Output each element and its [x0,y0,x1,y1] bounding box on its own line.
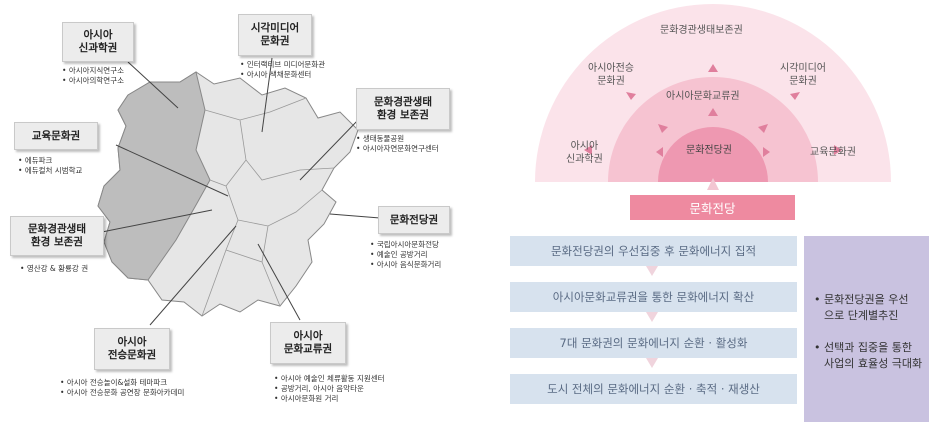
zone-title: 문화전당권 [389,213,439,226]
zone-title: 아시아 [293,330,323,342]
zone-title: 신과학권 [78,42,118,54]
zone-map-panel: 아시아 신과학권 아시아지식연구소 아시아의학연구소 시각미디어 문화권 인터랙… [0,0,480,430]
zone-box-education: 교육문화권 [14,122,98,150]
label-education: 교육문화권 [810,147,856,158]
zone-bullet: 국립아시아문화전당 [370,240,441,250]
zone-bullets: 인터랙티브 미디어문화관 아시아 색채문화센터 [240,60,325,80]
zone-box-visual-media: 시각미디어 문화권 [238,14,312,56]
zone-title: 전승문화권 [107,349,157,361]
note-line: 으로 단계별추진 [824,309,899,322]
label-asia-traditional: 아시아전승 문화권 [588,62,634,88]
zone-bullet: 아시아 색채문화센터 [240,70,325,80]
zone-bullets: 생태동물공원 아시아자연문화연구센터 [356,134,439,154]
zone-box-landscape-ecology-1: 문화경관생태 환경 보존권 [356,88,450,130]
strategy-step-3: 7대 문화권의 문화에너지 순환 · 활성화 [510,328,797,358]
zone-bullet: 아시아 전승문화 공연장 문화아카데미 [60,388,185,398]
label-line: 시각미디어 [780,63,826,74]
zone-bullets: 에듀파크 에듀컬처 시범학교 [18,156,83,176]
zone-box-culture-hall: 문화전당권 [378,206,450,234]
zone-title: 환경 보존권 [377,109,429,121]
note-line: 문화전당권을 우선 [824,293,909,306]
zone-bullets: 아시아 전승놀이&설화 테마파크 아시아 전승문화 공연장 문화아카데미 [60,378,185,398]
label-culture-hall-zone: 문화전당권 [686,145,732,156]
zone-bullets: 아시아지식연구소 아시아의학연구소 [62,66,124,86]
zone-bullet: 아시아 전승놀이&설화 테마파크 [60,378,184,388]
zone-bullet: 아시아문화원 거리 [274,394,385,404]
strategy-step-2: 아시아문화교류권을 통한 문화에너지 확산 [510,282,797,312]
label-asia-exchange: 아시아문화교류권 [666,91,740,102]
zone-bullet: 아시아의학연구소 [62,76,124,86]
zone-bullets: 영산강 & 황룡강 권 [20,264,88,274]
strategy-note-2: 선택과 집중을 통한 사업의 효율성 극대화 [814,340,922,372]
zone-title: 아시아 [83,29,113,41]
zone-bullet: 아시아자연문화연구센터 [356,144,439,154]
semicircle-svg [535,4,891,368]
up-arrow [707,178,719,190]
zone-bullet: 영산강 & 황룡강 권 [20,264,88,274]
map-svg [71,57,381,326]
concept-diagram-panel: 문화경관생태보존권 아시아전승 문화권 시각미디어 문화권 아시아 신과학권 교… [480,0,937,430]
zone-box-asia-traditional: 아시아 전승문화권 [94,328,170,370]
note-line: 사업의 효율성 극대화 [824,357,923,370]
label-line: 신과학권 [566,154,603,165]
district-boundaries [201,97,335,317]
zone-title: 문화권 [260,35,290,47]
label-line: 문화권 [789,76,817,87]
label-line: 아시아전승 [588,63,634,74]
zone-bullet: 인터랙티브 미디어문화관 [240,60,325,70]
zone-bullets: 아시아 예술인 체류활동 지원센터 공방거리, 아시아 음악타운 아시아문화원 … [274,374,385,404]
zone-title: 문화경관생태 [28,223,86,235]
radiating-arrows [584,64,842,157]
zone-bullet: 공방거리, 아시아 음악타운 [274,384,385,394]
culture-hall-bar: 문화전당 [630,195,795,220]
zone-title: 교육문화권 [31,129,81,142]
zone-bullet: 아시아 예술인 체류활동 지원센터 [274,374,385,384]
zone-bullet: 에듀컬처 시범학교 [18,166,83,176]
note-line: 선택과 집중을 통한 [824,341,912,354]
zone-title: 환경 보존권 [31,236,83,248]
western-district [97,71,211,281]
label-visual-media: 시각미디어 문화권 [780,62,826,88]
label-line: 문화권 [597,76,625,87]
zone-box-asia-newscience: 아시아 신과학권 [62,22,134,62]
strategy-note-1: 문화전당권을 우선 으로 단계별추진 [814,292,908,324]
zone-box-asia-exchange: 아시아 문화교류권 [270,322,346,364]
zone-bullet: 아시아지식연구소 [62,66,124,76]
zone-title: 아시아 [117,336,147,348]
zone-bullet: 에듀파크 [18,156,82,166]
zone-bullet: 예술인 공방거리 [370,250,441,260]
step-arrows [646,266,658,368]
label-asia-newscience: 아시아 신과학권 [566,140,603,166]
label-landscape-ecology: 문화경관생태보존권 [660,25,743,36]
label-line: 아시아 [570,141,599,152]
zone-title: 시각미디어 [250,22,300,34]
strategy-notes-panel: 문화전당권을 우선 으로 단계별추진 선택과 집중을 통한 사업의 효율성 극대… [804,236,929,422]
zone-bullets: 국립아시아문화전당 예술인 공방거리 아시아 음식문화거리 [370,240,441,270]
strategy-step-4: 도시 전체의 문화에너지 순환 · 축적 · 재생산 [510,374,797,404]
zone-title: 문화교류권 [283,343,333,355]
zone-bullet: 생태동물공원 [356,134,439,144]
strategy-step-1: 문화전당권의 우선집중 후 문화에너지 집적 [510,236,797,266]
zone-box-landscape-ecology-2: 문화경관생태 환경 보존권 [10,216,104,256]
zone-title: 문화경관생태 [374,96,432,108]
inner-ring [658,127,768,182]
zone-bullet: 아시아 음식문화거리 [370,260,441,270]
